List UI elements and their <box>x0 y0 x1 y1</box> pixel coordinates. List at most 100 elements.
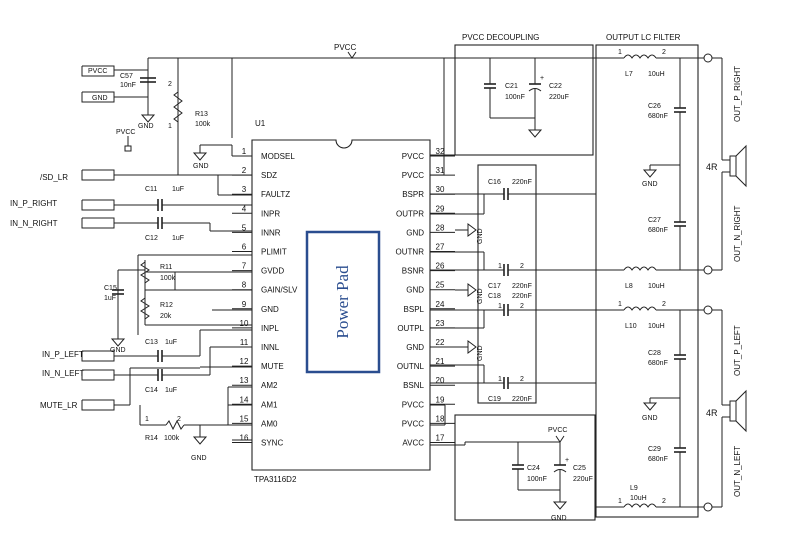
l9-pin1: 1 <box>618 498 622 505</box>
pin-name-left: INNL <box>261 343 280 352</box>
pin-name-left: PLIMIT <box>261 248 287 257</box>
gnd-label-modsel: GND <box>193 163 209 170</box>
avcc-decoupling-block: PVCC C24 100nF C25 220uF + GND <box>430 404 596 522</box>
pvcc-flag-top: PVCC <box>81 65 148 77</box>
pin-name-right: OUTNR <box>396 248 425 257</box>
gnd-label-c25: GND <box>551 515 567 522</box>
pin-number-right: 28 <box>436 223 445 232</box>
input-left: IN_P_LEFT IN_N_LEFT C13 1uF C14 1uF <box>42 329 252 394</box>
pin-number-right: 26 <box>436 262 445 271</box>
pin-number-left: 6 <box>242 243 247 252</box>
l7-pin1: 1 <box>618 49 622 56</box>
pin-name-right: GND <box>406 286 424 295</box>
pvcc-flag-small: PVCC <box>116 129 135 152</box>
pin-name-left: INPL <box>261 324 279 333</box>
pin-number-left: 2 <box>242 166 247 175</box>
r14-val: 100k <box>164 435 180 442</box>
l8-ref: L8 <box>625 283 633 290</box>
pin-name-left: INPR <box>261 209 280 218</box>
c21-val: 100nF <box>505 94 525 101</box>
pin-number-right: 24 <box>436 300 445 309</box>
left-pin-group: 1MODSEL2SDZ3FAULTZ4INPR5INNR6PLIMIT7GVDD… <box>232 147 298 448</box>
c14-val: 1uF <box>165 387 177 394</box>
pin-number-right: 23 <box>436 319 445 328</box>
pvcc-decoupling-block: PVCC DECOUPLING C21 100nF C22 220uF + <box>430 33 594 176</box>
pin-number-right: 19 <box>436 395 445 404</box>
c12-val: 1uF <box>172 235 184 242</box>
pin-number-right: 27 <box>436 243 445 252</box>
c18-ref: C18 <box>488 293 501 300</box>
pin-name-right: PVCC <box>402 171 424 180</box>
c18-pin1: 1 <box>498 303 502 310</box>
c19-ref: C19 <box>488 396 501 403</box>
c26-val: 680nF <box>648 113 668 120</box>
l10-pin2: 2 <box>662 301 666 308</box>
c17-pin2: 2 <box>520 263 524 270</box>
pin-number-left: 5 <box>242 223 247 232</box>
r13-ref: R13 <box>195 111 208 118</box>
pin-name-right: BSNL <box>403 381 424 390</box>
pin-name-left: GAIN/SLV <box>261 286 298 295</box>
in-p-right-label: IN_P_RIGHT <box>10 199 57 208</box>
gnd-flag-top: GND <box>81 91 148 103</box>
c22-val: 220uF <box>549 94 569 101</box>
pin-name-right: PVCC <box>402 152 424 161</box>
power-pad <box>305 230 381 374</box>
c18-pin2: 2 <box>520 303 524 310</box>
input-right: IN_P_RIGHT IN_N_RIGHT C11 1uF C12 1uF <box>10 186 252 242</box>
r12-ref: R12 <box>160 302 173 309</box>
pin-name-left: AM1 <box>261 400 278 409</box>
pin-name-right: AVCC <box>402 439 424 448</box>
pin-number-left: 11 <box>240 338 249 347</box>
gnd-label-25: GND <box>477 288 484 304</box>
pin-number-right: 21 <box>436 357 445 366</box>
l7-val: 10uH <box>648 71 665 78</box>
gnd-label-22: GND <box>477 345 484 361</box>
c57-val: 10nF <box>120 82 136 89</box>
ic-right-gnds: GND GND GND <box>455 223 484 361</box>
gain-network: R11 100k R12 20k C15 1uF GND <box>104 254 252 354</box>
c19-val: 220nF <box>512 396 532 403</box>
l7-ref: L7 <box>625 71 633 78</box>
c25-plus: + <box>565 457 569 464</box>
ic-part-label: TPA3116D2 <box>254 475 297 484</box>
output-lc-filter-block: OUTPUT LC FILTER 1 2 L7 10uH GND C26 680… <box>595 33 713 518</box>
l10-val: 10uH <box>648 323 665 330</box>
pin-number-right: 31 <box>436 166 445 175</box>
out-p-left-label: OUT_P_LEFT <box>733 325 742 376</box>
pvcc-flag-label: PVCC <box>88 68 107 75</box>
c15-ref: C15 <box>104 285 117 292</box>
c16-ref: C16 <box>488 179 501 186</box>
ic-ref-label: U1 <box>255 119 266 128</box>
r12-val: 20k <box>160 313 172 320</box>
pin-number-left: 8 <box>242 281 247 290</box>
capacitor-c57: C57 10nF GND <box>120 70 156 130</box>
gnd-label-left-filter: GND <box>642 415 658 422</box>
c27-val: 680nF <box>648 227 668 234</box>
gnd-label-c57: GND <box>138 123 154 130</box>
in-n-right-label: IN_N_RIGHT <box>10 219 58 228</box>
c13-val: 1uF <box>165 339 177 346</box>
c24-val: 100nF <box>527 476 547 483</box>
c15-val: 1uF <box>104 295 116 302</box>
pin-name-right: OUTNL <box>397 362 425 371</box>
gnd-label-r14: GND <box>191 455 207 462</box>
c18-val: 220nF <box>512 293 532 300</box>
in-n-left-label: IN_N_LEFT <box>42 369 84 378</box>
speaker-left: 4R OUT_P_LEFT OUT_N_LEFT <box>706 309 747 508</box>
c19-pin2: 2 <box>520 376 524 383</box>
pin-name-right: OUTPR <box>396 209 424 218</box>
gnd-label-right-filter: GND <box>642 181 658 188</box>
speaker-right-label: 4R <box>706 162 718 172</box>
c11-val: 1uF <box>172 186 184 193</box>
pvcc-bottom-label: PVCC <box>548 427 567 434</box>
pin-name-left: INNR <box>261 228 281 237</box>
pin-number-right: 29 <box>436 204 445 213</box>
c16-val: 220nF <box>512 179 532 186</box>
pin-name-left: FAULTZ <box>261 190 290 199</box>
c17-val: 220nF <box>512 283 532 290</box>
pin-number-left: 10 <box>240 319 249 328</box>
l8-val: 10uH <box>648 283 665 290</box>
l7-pin2: 2 <box>662 49 666 56</box>
